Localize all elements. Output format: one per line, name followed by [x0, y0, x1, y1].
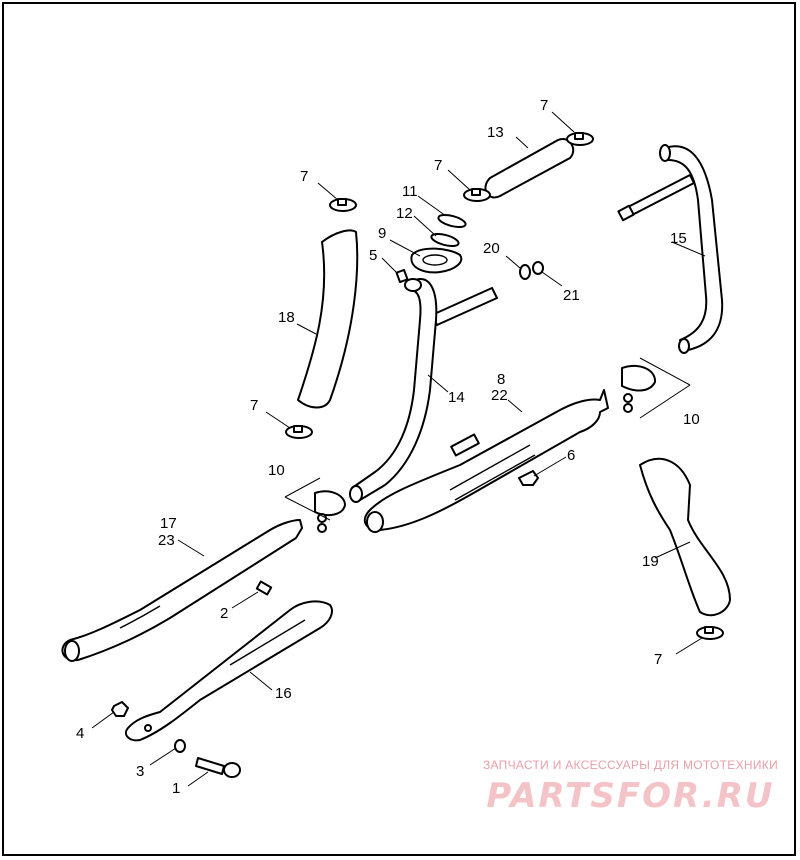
callout-7: 7 — [540, 97, 548, 114]
washer — [174, 739, 186, 753]
heat-shield-front — [297, 229, 359, 409]
callout-17: 17 — [160, 515, 177, 532]
heat-shield-rear — [639, 457, 731, 617]
callout-7: 7 — [300, 168, 308, 185]
callout-labels: 1 2 3 4 5 6 7 7 7 7 7 8 9 10 10 11 12 13… — [76, 97, 700, 797]
front-muffler — [61, 519, 303, 662]
rear-muffler — [363, 389, 609, 533]
callout-14: 14 — [448, 389, 465, 406]
hex-nut — [111, 701, 129, 717]
muffler-nut — [518, 470, 539, 486]
cap-screw — [195, 757, 241, 778]
callout-11: 11 — [402, 183, 418, 200]
callout-2: 2 — [220, 605, 228, 622]
callout-8: 8 — [497, 371, 505, 388]
exhaust-flange — [410, 247, 463, 274]
hose-clamp — [285, 425, 313, 439]
watermark-logo: PARTSFOR.RU — [486, 776, 775, 816]
callout-15: 15 — [670, 230, 687, 247]
callout-21: 21 — [563, 287, 580, 304]
callout-7: 7 — [434, 157, 442, 174]
bolt-short — [255, 580, 273, 596]
hose-clamp — [696, 626, 724, 640]
callout-13: 13 — [487, 124, 504, 141]
retaining-ring — [437, 213, 467, 229]
callout-23: 23 — [158, 532, 175, 549]
clamp-kit-rear — [621, 357, 691, 419]
clamp-kit-front — [284, 477, 346, 533]
callout-16: 16 — [275, 685, 292, 702]
front-header-pipe — [349, 278, 498, 503]
watermark-subtitle: ЗАПЧАСТИ И АКСЕССУАРЫ ДЛЯ МОТОТЕХНИКИ — [482, 758, 778, 772]
callout-9: 9 — [378, 225, 386, 242]
hose-clamp — [329, 198, 357, 212]
callout-10: 10 — [268, 462, 285, 479]
callout-22: 22 — [491, 387, 508, 404]
stud — [395, 268, 409, 284]
callout-12: 12 — [396, 205, 413, 222]
muffler-bracket — [124, 600, 333, 742]
callout-5: 5 — [369, 247, 377, 264]
heat-shield-upper — [484, 138, 575, 199]
callout-3: 3 — [136, 763, 144, 780]
hose-clamp — [463, 188, 491, 202]
callout-18: 18 — [278, 309, 295, 326]
callout-7: 7 — [250, 397, 258, 414]
gasket-20 — [519, 264, 531, 280]
callout-20: 20 — [483, 240, 500, 257]
callout-6: 6 — [567, 447, 575, 464]
callout-1: 1 — [172, 780, 180, 797]
hose-clamp — [566, 132, 594, 146]
callout-leaders — [91, 111, 706, 787]
callout-7: 7 — [654, 651, 662, 668]
snap-ring — [430, 232, 460, 248]
callout-4: 4 — [76, 725, 84, 742]
rear-header-pipe — [617, 144, 724, 354]
callout-19: 19 — [642, 553, 659, 570]
gasket-21 — [532, 261, 544, 275]
callout-10: 10 — [683, 411, 700, 428]
watermark: ЗАПЧАСТИ И АКСЕССУАРЫ ДЛЯ МОТОТЕХНИКИ PA… — [483, 758, 778, 816]
